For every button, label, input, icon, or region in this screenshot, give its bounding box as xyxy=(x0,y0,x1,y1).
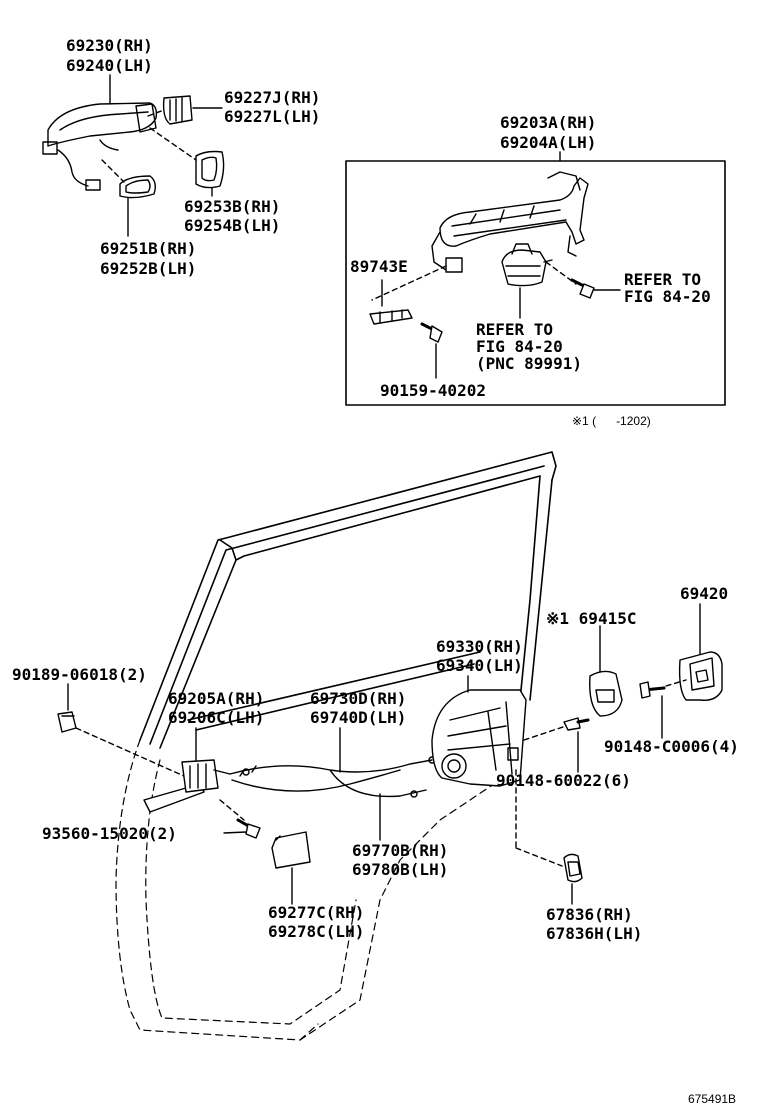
striker-drawing xyxy=(678,651,723,701)
cylinder-bolt-drawing xyxy=(570,278,595,299)
label-pad-lower-lh: 69252B(LH) xyxy=(100,259,197,278)
inner-handle-drawing xyxy=(143,759,231,813)
lock-cylinder-drawing xyxy=(501,243,553,287)
dash-pad-upper xyxy=(149,127,197,161)
label-lock-lh: 69340(LH) xyxy=(436,656,523,675)
dash-cap xyxy=(147,109,165,117)
label-protector-rh: 69277C(RH) xyxy=(268,903,365,922)
pad-upper-drawing xyxy=(195,150,225,189)
label-grommet-rh: 67836(RH) xyxy=(546,905,633,924)
dash-clip xyxy=(75,727,185,777)
label-handle-cap-lh: 69227L(LH) xyxy=(224,107,321,126)
label-inner-handle-rh: 69205A(RH) xyxy=(168,689,265,708)
label-handle-screw: 93560-15020(2) xyxy=(42,824,177,843)
label-refer-right-1: REFER TO xyxy=(624,270,702,289)
label-lock-screw: 90148-60022(6) xyxy=(496,771,631,790)
striker-cover-drawing xyxy=(589,670,623,717)
dash-handle-screw xyxy=(219,799,245,821)
label-pad-upper-lh: 69254B(LH) xyxy=(184,216,281,235)
label-inset-note: ※1 ( -1202) xyxy=(572,414,651,428)
dash-grommet-2 xyxy=(515,847,563,867)
dash-pad-lower xyxy=(101,159,125,183)
switch-drawing xyxy=(369,309,413,325)
label-protector-lh: 69278C(LH) xyxy=(268,922,365,941)
label-refer-right-2: FIG 84-20 xyxy=(624,287,711,306)
label-outer-handle-lh: 69240(LH) xyxy=(66,56,153,75)
inset-bolt-drawing xyxy=(420,322,443,343)
label-figure-id: 675491B xyxy=(688,1092,737,1106)
label-pad-upper-rh: 69253B(RH) xyxy=(184,197,281,216)
label-inner-handle-lh: 69206C(LH) xyxy=(168,708,265,727)
label-inset-frame-lh: 69204A(LH) xyxy=(500,133,597,152)
label-inset-bolt: 90159-40202 xyxy=(380,381,486,400)
protector-drawing xyxy=(271,831,311,869)
label-cable-lower-rh: 69770B(RH) xyxy=(352,841,449,860)
label-inset-frame-rh: 69203A(RH) xyxy=(500,113,597,132)
label-grommet-lh: 67836H(LH) xyxy=(546,924,643,943)
label-switch: 89743E xyxy=(350,257,408,276)
door-lock-drawing xyxy=(431,689,527,787)
pad-lower-drawing xyxy=(119,175,157,199)
label-cover: ※1 69415C xyxy=(546,609,637,628)
label-cable-upper-lh: 69740D(LH) xyxy=(310,708,407,727)
label-striker-screw: 90148-C0006(4) xyxy=(604,737,739,756)
label-refer-center-1: REFER TO xyxy=(476,320,554,339)
inset-frame-box xyxy=(345,160,726,406)
label-handle-cap-rh: 69227J(RH) xyxy=(224,88,321,107)
label-outer-handle-rh: 69230(RH) xyxy=(66,36,153,55)
handle-screw-drawing xyxy=(236,818,261,839)
striker-screw-drawing xyxy=(639,681,666,699)
label-pad-lower-rh: 69251B(RH) xyxy=(100,239,197,258)
dash-striker-screw xyxy=(665,679,687,687)
label-refer-center-2: FIG 84-20 xyxy=(476,337,563,356)
inset-frame-drawing xyxy=(431,171,589,273)
door-frame-drawing xyxy=(139,451,557,749)
dash-switch xyxy=(371,265,447,301)
label-striker: 69420 xyxy=(680,584,729,603)
outside-handle-drawing xyxy=(42,102,158,191)
grommet-drawing xyxy=(563,853,583,883)
dash-lock-screw xyxy=(523,725,567,741)
label-lock-rh: 69330(RH) xyxy=(436,637,523,656)
label-cable-upper-rh: 69730D(RH) xyxy=(310,689,407,708)
label-refer-center-3: (PNC 89991) xyxy=(476,354,582,373)
handle-cap-drawing xyxy=(162,95,193,125)
cable-drawing xyxy=(229,756,436,798)
lock-screw-drawing xyxy=(563,717,590,731)
clip-drawing xyxy=(57,711,77,733)
label-cable-lower-lh: 69780B(LH) xyxy=(352,860,449,879)
leader-handle-screw xyxy=(223,831,247,834)
label-clip: 90189-06018(2) xyxy=(12,665,147,684)
